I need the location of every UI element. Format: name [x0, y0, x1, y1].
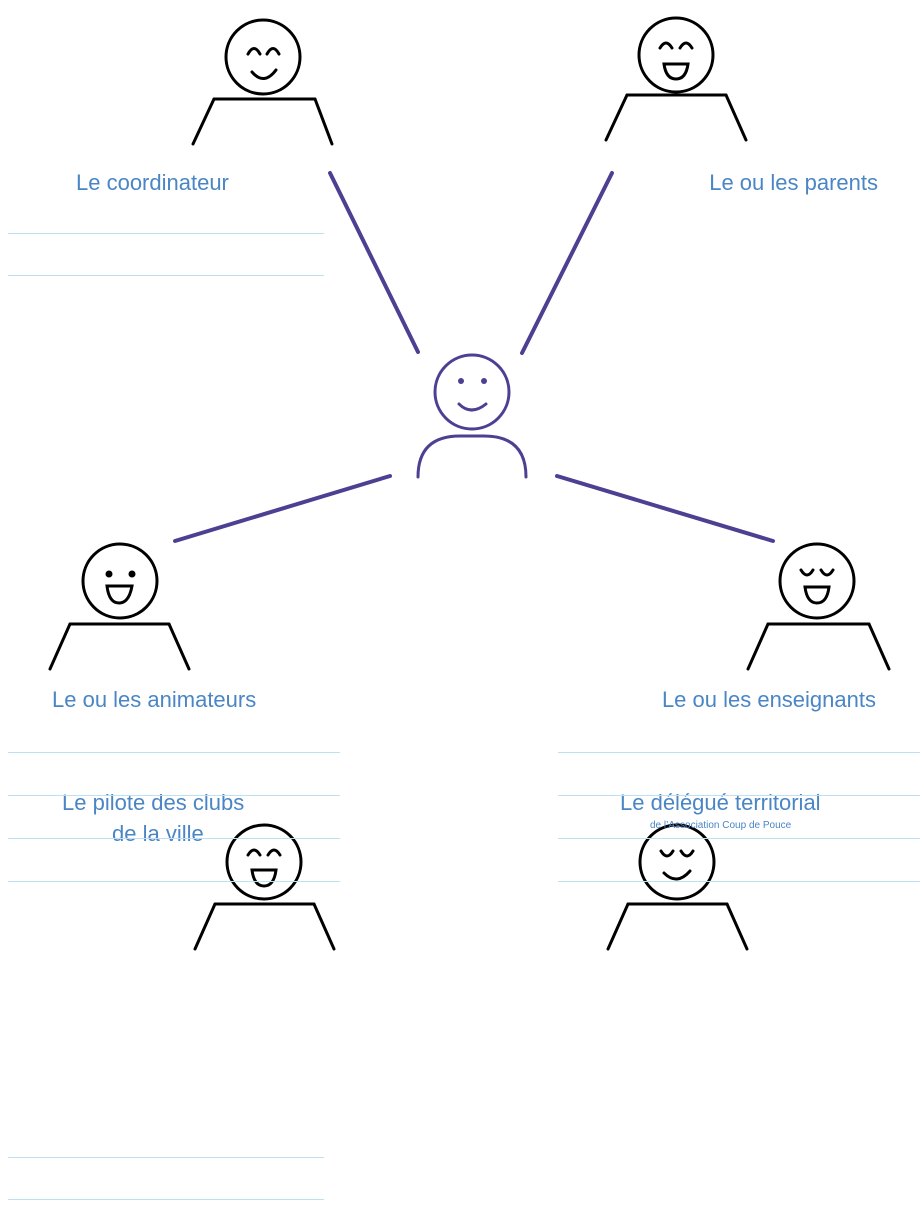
teachers-label: Le ou les enseignants — [661, 687, 876, 712]
writing-line-coordinator-2[interactable] — [8, 275, 324, 276]
writing-line-animators-1[interactable] — [8, 752, 340, 753]
writing-line-pilot-2[interactable] — [8, 1199, 324, 1200]
delegate-sublabel: de l’Association Coup de Pouce — [650, 820, 792, 831]
delegate-label: Le délégué territorial — [620, 790, 821, 815]
coordinator-label: Le coordinateur — [76, 170, 229, 195]
writing-line-animators-3[interactable] — [8, 838, 340, 839]
connector-parents — [520, 171, 614, 355]
writing-line-pilot-1[interactable] — [8, 1157, 324, 1158]
writing-line-teachers-1[interactable] — [558, 752, 920, 753]
writing-line-animators-4[interactable] — [8, 881, 340, 882]
child-icon — [416, 353, 528, 479]
writing-line-teachers-4[interactable] — [558, 881, 920, 882]
happy-person-icon — [48, 542, 191, 671]
writing-line-teachers-3[interactable] — [558, 838, 920, 839]
writing-line-coordinator-1[interactable] — [8, 233, 324, 234]
writing-line-animators-2[interactable] — [8, 795, 340, 796]
content-person-icon — [606, 823, 749, 951]
parents-label: Le ou les parents — [709, 170, 878, 195]
pilot-label-line1: Le pilote des clubs — [62, 790, 245, 815]
laughing-person-icon — [193, 823, 336, 951]
animators-label: Le ou les animateurs — [52, 687, 257, 712]
connector-teachers — [555, 474, 775, 543]
connector-animators — [173, 474, 392, 543]
pilot-label-line2: de la ville — [112, 821, 204, 846]
content-person-icon — [746, 542, 891, 671]
laughing-person-icon — [604, 16, 748, 142]
smiling-person-icon — [191, 18, 334, 146]
connector-coordinator — [328, 171, 420, 354]
writing-line-teachers-2[interactable] — [558, 795, 920, 796]
